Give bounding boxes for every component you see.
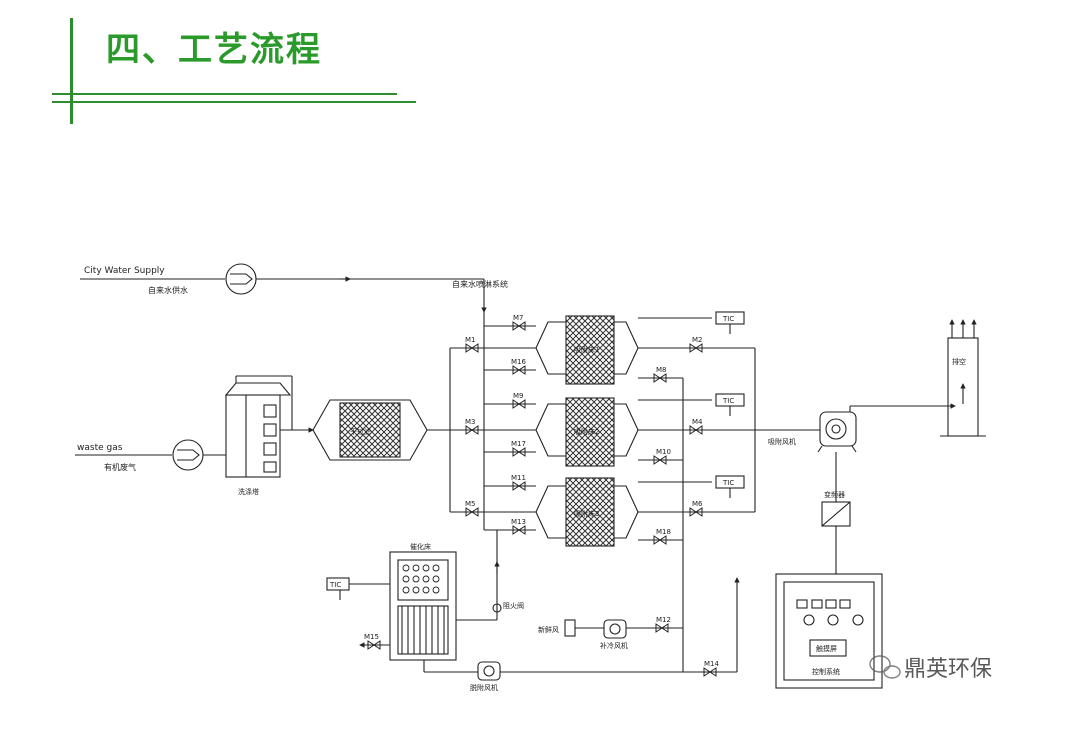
converter-label: 变频器 bbox=[824, 490, 845, 499]
valve-m15: M15 bbox=[364, 633, 379, 641]
catalytic-bed bbox=[389, 551, 457, 661]
title-underline-1 bbox=[52, 93, 397, 95]
wechat-icon bbox=[869, 655, 901, 679]
title-accent-bar bbox=[70, 18, 73, 124]
catalytic-grid bbox=[402, 564, 440, 594]
city-water-label-en: City Water Supply bbox=[84, 266, 165, 276]
desorb-fan-label: 脱附风机 bbox=[470, 683, 498, 692]
valve-m12: M12 bbox=[656, 616, 671, 624]
valve-m2: M2 bbox=[692, 336, 703, 344]
valve-m18: M18 bbox=[656, 528, 671, 536]
valve-m4: M4 bbox=[692, 418, 703, 426]
adsorber-3-label: 吸附床3 bbox=[574, 509, 599, 518]
valve-m10: M10 bbox=[656, 448, 671, 456]
tic-label-3: TIC bbox=[722, 479, 734, 487]
valve-m16: M16 bbox=[511, 358, 526, 366]
exhaust-stack bbox=[940, 319, 986, 437]
control-screen-label: 触摸屏 bbox=[816, 644, 837, 653]
tic-label-catalytic: TIC bbox=[329, 581, 341, 589]
main-fan bbox=[817, 411, 857, 453]
valve-m6: M6 bbox=[692, 500, 703, 508]
valve-m8: M8 bbox=[656, 366, 667, 374]
washing-tower-label: 洗涤塔 bbox=[238, 487, 259, 496]
dry-filter bbox=[312, 399, 428, 461]
city-water-label-cn: 自来水供水 bbox=[148, 285, 188, 295]
fresh-air-label: 新鲜风 bbox=[538, 625, 559, 634]
valve-m3: M3 bbox=[465, 418, 476, 426]
valve-m11: M11 bbox=[511, 474, 526, 482]
waste-gas-fan-icon bbox=[172, 439, 204, 471]
fire-valve-icon bbox=[492, 603, 502, 613]
spray-system-label: 自来水喷淋系统 bbox=[452, 279, 508, 289]
makeup-fan-label: 补冷风机 bbox=[600, 641, 628, 650]
valve-m9: M9 bbox=[513, 392, 524, 400]
main-fan-label: 吸附风机 bbox=[768, 437, 796, 446]
washing-tower bbox=[224, 375, 293, 478]
waste-gas-label-cn: 有机废气 bbox=[104, 462, 136, 472]
valve-m7: M7 bbox=[513, 314, 524, 322]
control-cabinet bbox=[775, 573, 883, 689]
adsorber-2-label: 吸附床2 bbox=[574, 427, 599, 436]
valve-m5: M5 bbox=[465, 500, 476, 508]
adsorber-1 bbox=[535, 315, 639, 385]
dry-filter-label: 干过滤 bbox=[350, 427, 371, 436]
tic-label-2: TIC bbox=[722, 397, 734, 405]
catalytic-bed-label: 催化床 bbox=[410, 542, 431, 551]
valve-m17: M17 bbox=[511, 440, 526, 448]
fire-valve-label: 阻火阀 bbox=[503, 601, 524, 610]
makeup-fan bbox=[603, 619, 627, 639]
valve-m13: M13 bbox=[511, 518, 526, 526]
title-underline-2 bbox=[52, 101, 416, 103]
adsorber-1-label: 吸附床1 bbox=[574, 345, 599, 354]
waste-gas-label-en: waste gas bbox=[77, 443, 123, 453]
desorb-fan bbox=[477, 661, 501, 681]
page-title: 四、工艺流程 bbox=[106, 30, 322, 70]
adsorber-2 bbox=[535, 397, 639, 467]
tic-label-1: TIC bbox=[722, 315, 734, 323]
water-pump-icon bbox=[225, 263, 257, 295]
watermark: 鼎英环保 bbox=[869, 655, 992, 682]
valve-m1: M1 bbox=[465, 336, 476, 344]
watermark-text: 鼎英环保 bbox=[904, 657, 992, 682]
fresh-air-filter bbox=[564, 619, 576, 637]
valve-m14: M14 bbox=[704, 660, 719, 668]
control-system-label: 控制系统 bbox=[812, 667, 840, 676]
exhaust-label: 排空 bbox=[952, 357, 966, 366]
